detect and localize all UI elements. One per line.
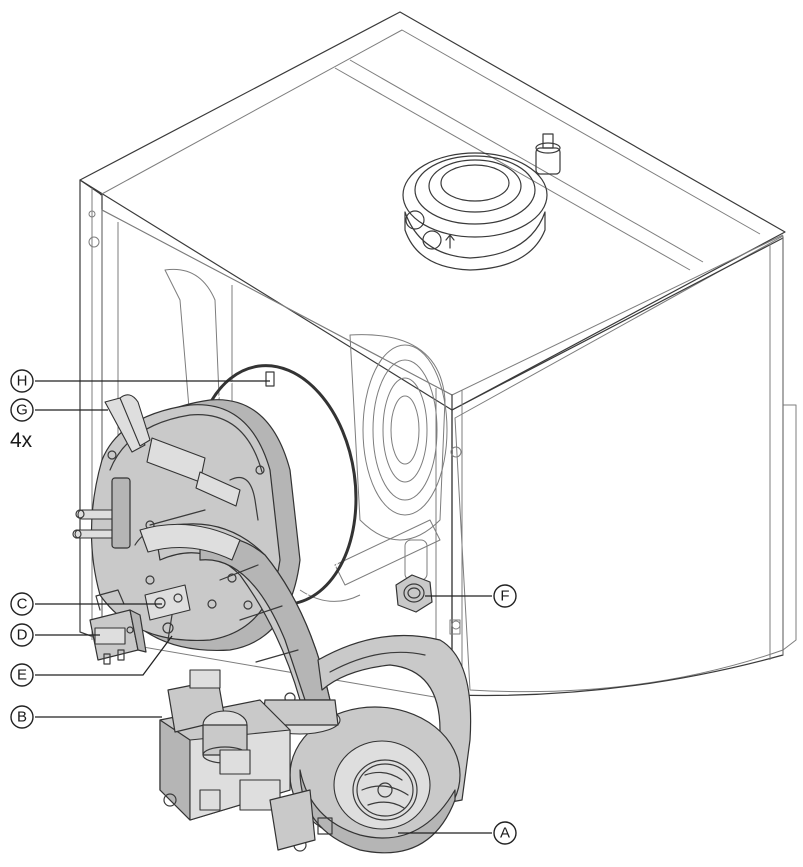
callout-a: A (493, 821, 517, 845)
callout-h: H (10, 369, 34, 393)
fan-blower (259, 699, 461, 854)
ignition-unit (89, 589, 147, 665)
callout-g-label: G (16, 402, 28, 419)
callout-e-label: E (17, 667, 27, 684)
callout-b-label: B (17, 709, 27, 726)
callout-b: B (10, 705, 34, 729)
callout-a-label: A (500, 825, 510, 842)
callout-d: D (10, 623, 34, 647)
callout-e: E (10, 663, 34, 687)
callout-leaders (35, 380, 492, 834)
callout-g-quantity: 4x (10, 429, 33, 452)
callout-h-label: H (17, 373, 28, 390)
ionisation-electrode (144, 584, 191, 641)
hex-nut (395, 574, 433, 613)
callout-g: G 4x (10, 398, 34, 452)
air-duct (139, 523, 472, 806)
callout-c-label: C (17, 596, 28, 613)
callout-d-label: D (17, 627, 28, 644)
callout-f: F (493, 584, 517, 608)
callout-c: C (10, 592, 34, 616)
flue-outlet (402, 133, 561, 271)
gas-valve (159, 669, 316, 852)
callout-f-label: F (500, 588, 509, 605)
